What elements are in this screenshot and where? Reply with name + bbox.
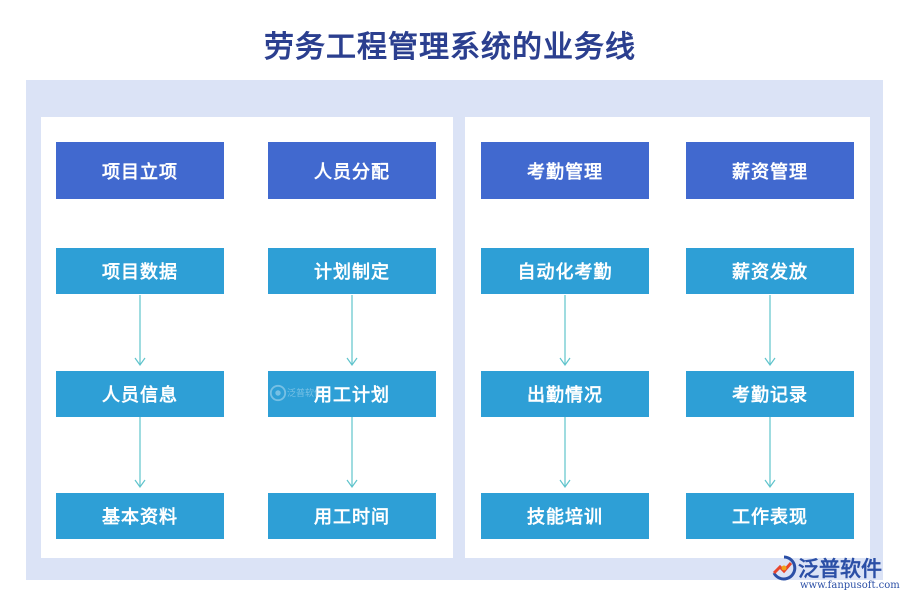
column-2-item-3: 用工时间 <box>268 493 436 539</box>
column-4-item-2: 考勤记录 <box>686 371 854 417</box>
column-2-header: 人员分配 <box>268 142 436 199</box>
brand-url: www.fanpusoft.com <box>800 580 900 591</box>
column-1-item-2: 人员信息 <box>56 371 224 417</box>
column-2-item-1: 计划制定 <box>268 248 436 294</box>
brand-logo: 泛普软件 www.fanpusoft.com <box>770 552 900 596</box>
column-3-item-2: 出勤情况 <box>481 371 649 417</box>
column-1-item-1: 项目数据 <box>56 248 224 294</box>
brand-name: 泛普软件 <box>798 557 882 581</box>
column-3-header: 考勤管理 <box>481 142 649 199</box>
column-1-header: 项目立项 <box>56 142 224 199</box>
column-4-item-3: 工作表现 <box>686 493 854 539</box>
watermark-logo-icon <box>269 384 287 402</box>
page-title: 劳务工程管理系统的业务线 <box>264 30 636 65</box>
column-4-header: 薪资管理 <box>686 142 854 199</box>
column-1-item-3: 基本资料 <box>56 493 224 539</box>
column-2-item-2: 用工计划 <box>268 371 436 417</box>
column-3-item-1: 自动化考勤 <box>481 248 649 294</box>
watermark-text: 泛普软件 <box>287 389 324 399</box>
column-4-item-1: 薪资发放 <box>686 248 854 294</box>
fanpu-logo-icon <box>772 555 797 581</box>
column-3-item-3: 技能培训 <box>481 493 649 539</box>
